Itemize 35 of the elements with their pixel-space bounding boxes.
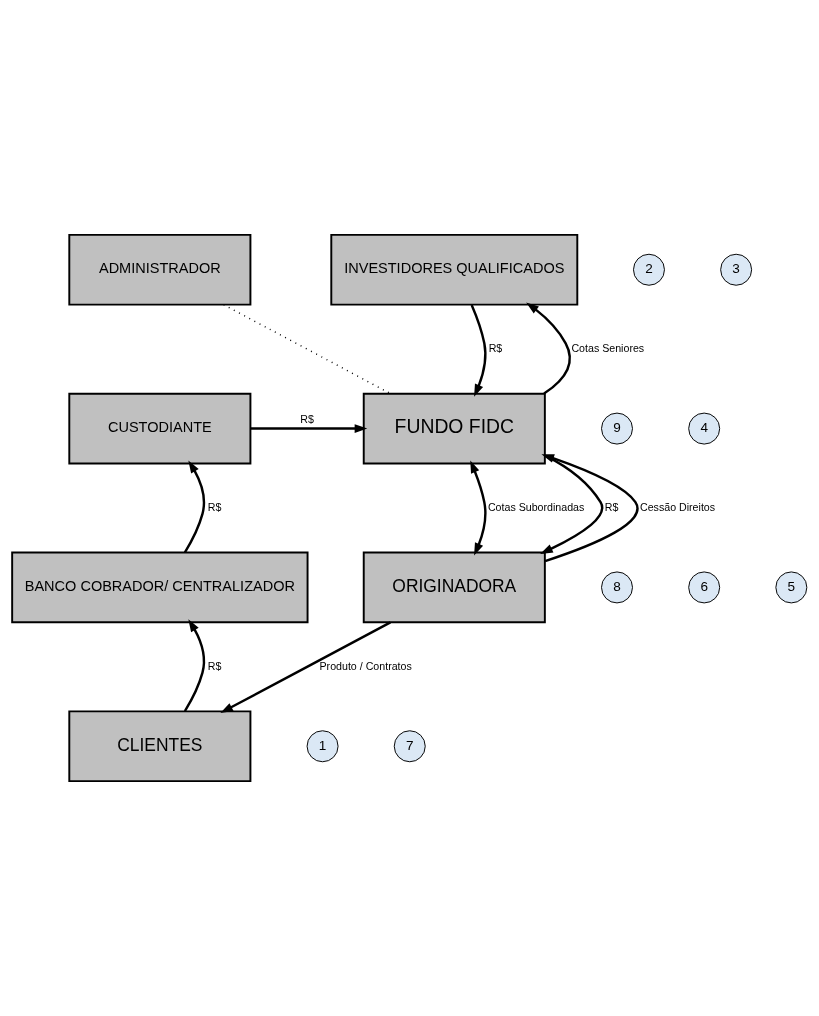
node-circle: 2: [633, 253, 665, 286]
connector: [223, 304, 392, 395]
edge-label: Cotas Subordinadas: [487, 500, 585, 513]
arrow: [526, 302, 571, 395]
node-box: INVESTIDORES QUALIFICADOS: [330, 233, 579, 306]
arrow: [541, 454, 639, 563]
arrow: [470, 460, 487, 556]
arrow: [220, 621, 391, 714]
arrow: [250, 424, 368, 433]
edge-label: Produto / Contratos: [319, 659, 412, 672]
node-box: BANCO COBRADOR/ CENTRALIZADOR: [11, 551, 309, 624]
node-box: CUSTODIANTE: [68, 392, 252, 465]
node-circle: 8: [601, 571, 633, 604]
node-circle: 5: [775, 571, 808, 604]
node-circle: 9: [601, 412, 633, 445]
node-circle: 3: [720, 253, 753, 286]
node-box: CLIENTES: [68, 710, 252, 783]
edge-label: Cessão Direitos: [639, 500, 716, 513]
node-box: FUNDO FIDC: [362, 392, 546, 465]
arrow: [183, 460, 206, 553]
arrow: [470, 304, 487, 397]
node-circle: 6: [688, 571, 721, 604]
edge-label: R$: [300, 412, 314, 425]
edge-label: Cotas Seniores: [571, 341, 645, 354]
arrow: [540, 454, 604, 554]
node-circle: 1: [306, 730, 339, 763]
arrow: [183, 619, 206, 712]
node-circle: 4: [688, 412, 721, 445]
node-box: ADMINISTRADOR: [68, 233, 252, 306]
node-circle: 7: [393, 730, 426, 763]
edge-label: R$: [207, 659, 222, 672]
edge-label: R$: [207, 500, 222, 513]
edge-label: R$: [488, 341, 503, 354]
node-box: ORIGINADORA: [362, 551, 546, 624]
edge-label: R$: [604, 500, 619, 513]
